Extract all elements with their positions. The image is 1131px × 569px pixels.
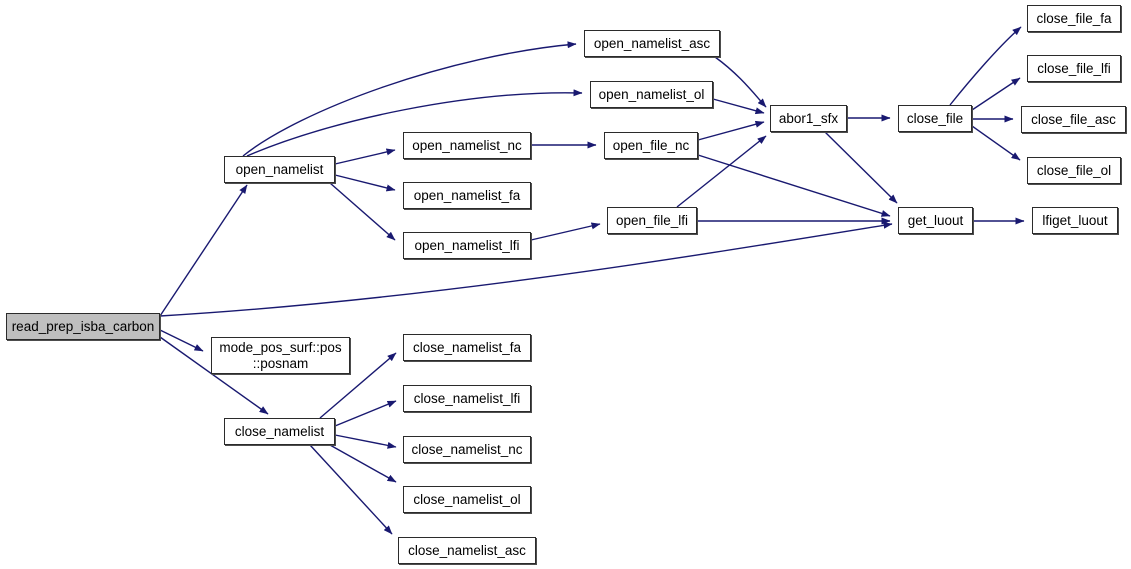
graph-node-close_namelist_asc[interactable]: close_namelist_asc [398, 537, 536, 564]
graph-node-open_namelist_asc[interactable]: open_namelist_asc [584, 30, 720, 57]
graph-edge [712, 98, 765, 115]
graph-edge [334, 174, 396, 192]
graph-node-label: close_namelist [234, 423, 325, 439]
graph-node-close_namelist_ol[interactable]: close_namelist_ol [403, 486, 531, 513]
graph-node-label: close_file_asc [1031, 111, 1116, 127]
graph-node-close_file[interactable]: close_file [898, 105, 972, 132]
graph-edge [530, 222, 601, 241]
graph-edge [159, 329, 204, 352]
graph-node-open_file_nc[interactable]: open_file_nc [604, 132, 698, 159]
graph-node-label: open_namelist_lfi [414, 237, 520, 253]
graph-edge [971, 77, 1021, 111]
graph-edge [697, 154, 891, 217]
graph-node-label: mode_pos_surf::pos ::posnam [219, 339, 342, 371]
graph-node-abor1_sfx[interactable]: abor1_sfx [770, 105, 847, 132]
graph-edge [329, 444, 397, 483]
graph-node-label: close_file [906, 110, 964, 126]
graph-node-open_namelist_fa[interactable]: open_namelist_fa [403, 182, 531, 209]
graph-edge [329, 182, 396, 241]
graph-node-label: get_luout [907, 212, 964, 228]
graph-edge [159, 221, 893, 317]
graph-node-label: close_namelist_lfi [413, 390, 521, 406]
graph-edge [159, 184, 248, 317]
graph-node-lfiget_luout[interactable]: lfiget_luout [1032, 207, 1118, 234]
graph-edge [676, 135, 767, 208]
graph-node-label: close_namelist_fa [412, 339, 522, 355]
graph-edge [246, 89, 583, 157]
graph-node-close_namelist_fa[interactable]: close_namelist_fa [403, 334, 531, 361]
graph-node-label: lfiget_luout [1042, 212, 1108, 228]
graph-node-label: open_file_nc [612, 137, 690, 153]
graph-node-open_namelist_lfi[interactable]: open_namelist_lfi [403, 232, 531, 259]
graph-edge [824, 131, 898, 204]
graph-node-label: close_file_lfi [1037, 60, 1111, 76]
graph-node-close_namelist_lfi[interactable]: close_namelist_lfi [403, 385, 531, 412]
graph-node-label: abor1_sfx [778, 110, 839, 126]
graph-node-label: open_file_lfi [615, 212, 689, 228]
graph-edge [697, 120, 765, 141]
graph-node-read_prep_isba_carbon[interactable]: read_prep_isba_carbon [6, 313, 160, 340]
graph-node-mode_pos_surf_posnam[interactable]: mode_pos_surf::pos ::posnam [211, 337, 350, 374]
graph-node-close_namelist_nc[interactable]: close_namelist_nc [403, 436, 531, 463]
graph-edge [949, 26, 1022, 106]
graph-node-open_file_lfi[interactable]: open_file_lfi [607, 207, 697, 234]
graph-edge [334, 148, 396, 165]
graph-node-label: close_file_ol [1036, 162, 1112, 178]
graph-edge [242, 41, 577, 157]
graph-node-label: open_namelist_asc [593, 35, 711, 51]
graph-node-label: close_namelist_nc [411, 441, 523, 457]
graph-node-label: close_namelist_ol [413, 491, 521, 507]
graph-edge [319, 352, 397, 419]
graph-node-label: read_prep_isba_carbon [11, 318, 155, 334]
graph-node-close_file_fa[interactable]: close_file_fa [1027, 5, 1121, 32]
graph-node-label: close_namelist_asc [408, 542, 526, 558]
graph-node-close_namelist[interactable]: close_namelist [224, 418, 335, 445]
graph-node-open_namelist_nc[interactable]: open_namelist_nc [403, 132, 531, 159]
graph-node-open_namelist[interactable]: open_namelist [224, 156, 335, 183]
graph-edge [159, 336, 269, 415]
graph-edge [971, 125, 1021, 161]
graph-node-label: open_namelist_nc [412, 137, 522, 153]
graph-edge [714, 56, 767, 108]
graph-node-close_file_lfi[interactable]: close_file_lfi [1027, 55, 1121, 82]
graph-edge [309, 444, 393, 535]
graph-node-label: open_namelist_ol [598, 86, 705, 102]
graph-node-get_luout[interactable]: get_luout [898, 207, 973, 234]
graph-edge [334, 400, 397, 427]
graph-node-label: open_namelist [235, 161, 324, 177]
graph-node-close_file_asc[interactable]: close_file_asc [1021, 106, 1126, 133]
graph-node-label: close_file_fa [1036, 10, 1112, 26]
graph-node-close_file_ol[interactable]: close_file_ol [1027, 157, 1121, 184]
graph-node-label: open_namelist_fa [413, 187, 521, 203]
graph-node-open_namelist_ol[interactable]: open_namelist_ol [590, 81, 713, 108]
graph-edge [334, 434, 397, 449]
